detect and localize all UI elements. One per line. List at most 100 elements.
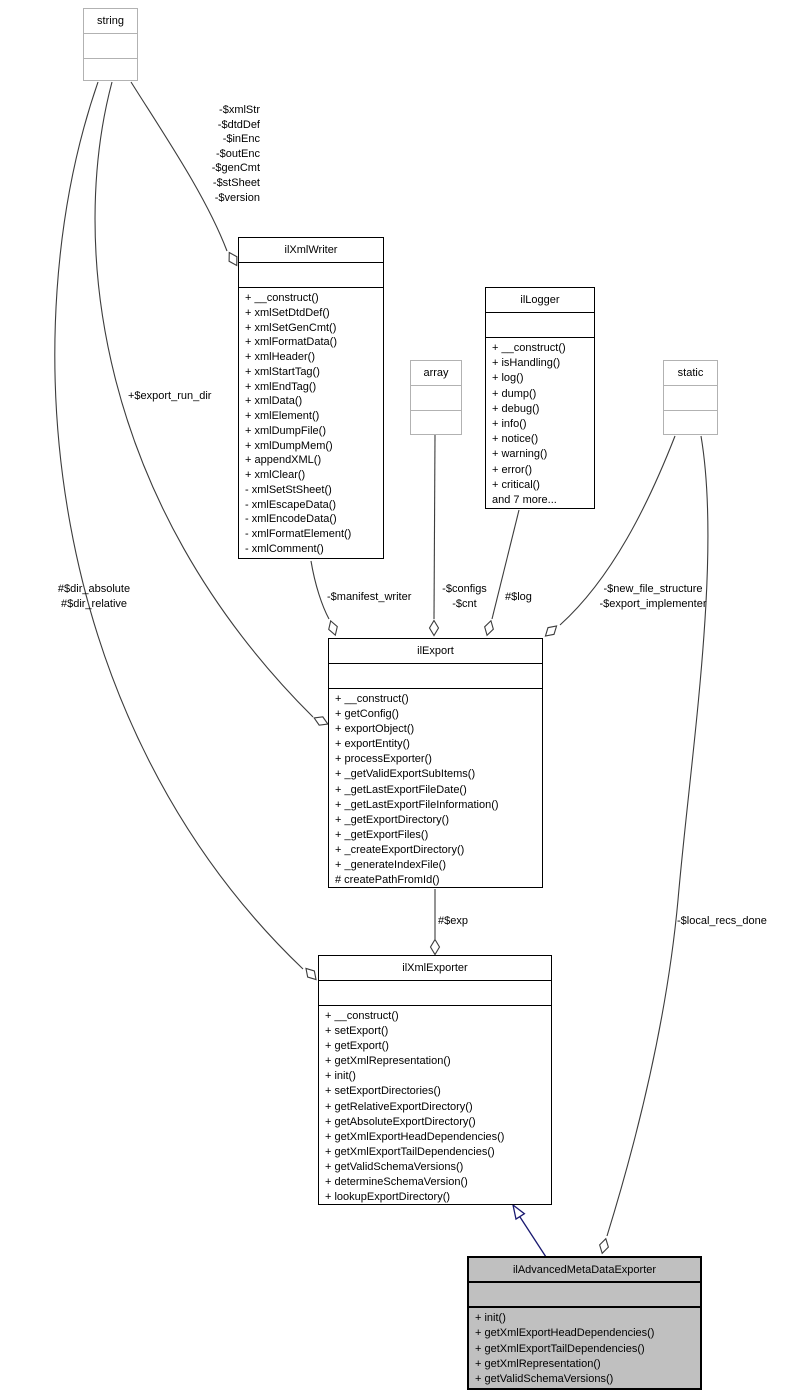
method-item: + warning() xyxy=(492,448,548,461)
method-item: + getValidSchemaVersions() xyxy=(325,1160,464,1173)
aggregation-diamond xyxy=(228,251,238,267)
method-item: + __construct() xyxy=(325,1010,399,1022)
class-attributes-empty xyxy=(486,313,594,338)
method-item: + xmlDumpFile() xyxy=(245,424,326,437)
method-item: + notice() xyxy=(492,433,539,446)
method-item: - xmlComment() xyxy=(245,542,324,555)
class-title: string xyxy=(84,9,137,34)
aggregation-diamond xyxy=(313,716,329,726)
edge-string-ilexport xyxy=(94,81,314,718)
method-item: - xmlFormatElement() xyxy=(245,528,352,540)
edge-label-line: -$dtdDef xyxy=(217,118,260,131)
edge-label-ilexport-ilxmlexporter: #$exp xyxy=(438,914,468,929)
method-item: + __construct() xyxy=(335,693,409,705)
method-item: + _getLastExportFileInformation() xyxy=(335,798,499,811)
class-title: ilAdvancedMetaDataExporter xyxy=(469,1258,700,1283)
method-item: + error() xyxy=(492,463,533,476)
method-item: + xmlSetDtdDef() xyxy=(245,306,330,319)
method-item: + xmlDumpMem() xyxy=(245,439,333,452)
method-item: + _createExportDirectory() xyxy=(335,843,465,856)
method-item: + init() xyxy=(475,1312,506,1324)
method-item: + exportObject() xyxy=(335,723,415,736)
method-item: + getXmlRepresentation() xyxy=(325,1055,451,1068)
method-item: + xmlElement() xyxy=(245,410,320,422)
class-box-string: string xyxy=(83,8,138,81)
edge-string-ilxmlwriter xyxy=(130,81,228,252)
aggregation-diamond xyxy=(544,625,558,637)
method-item: + determineSchemaVersion() xyxy=(325,1176,468,1189)
method-item: + processExporter() xyxy=(335,753,432,766)
class-box-iladvancedmetadataexporter[interactable]: ilAdvancedMetaDataExporter + init() + ge… xyxy=(467,1256,702,1390)
edge-label-line: -$export_implementer xyxy=(599,597,707,610)
edge-label-line: #$dir_absolute xyxy=(57,583,131,595)
class-attributes-empty xyxy=(469,1283,700,1308)
method-item: + setExportDirectories() xyxy=(325,1085,441,1098)
method-item: + xmlEndTag() xyxy=(245,380,317,393)
edge-array-ilexport xyxy=(433,434,436,620)
class-title: ilXmlExporter xyxy=(319,956,551,981)
edge-label-array-ilexport: -$configs -$cnt xyxy=(436,582,493,611)
class-box-static: static xyxy=(663,360,718,435)
method-item: + xmlClear() xyxy=(245,469,306,481)
method-item: + getAbsoluteExportDirectory() xyxy=(325,1115,476,1128)
method-item: # createPathFromId() xyxy=(335,874,440,887)
edge-label-string-ilexport: +$export_run_dir xyxy=(128,389,211,404)
aggregation-diamond xyxy=(428,619,440,637)
class-methods: + __construct() + setExport() + getExpor… xyxy=(319,1006,551,1204)
method-item: + getExport() xyxy=(325,1040,389,1053)
edge-label-string-ilxmlexporter: #$dir_absolute #$dir_relative xyxy=(48,582,140,611)
method-item: + getValidSchemaVersions() xyxy=(475,1373,614,1386)
method-item: - xmlEncodeData() xyxy=(245,513,337,526)
edge-label-ilxmlwriter-ilexport: -$manifest_writer xyxy=(327,590,411,605)
edge-inheritance-iladvancedmetadataexporter-ilxmlexporter xyxy=(519,1216,547,1258)
method-item: + getXmlRepresentation() xyxy=(475,1357,601,1370)
class-attributes-empty xyxy=(664,386,717,411)
class-attributes-empty xyxy=(411,386,461,411)
class-box-illogger[interactable]: ilLogger + __construct() + isHandling() … xyxy=(485,287,595,509)
edge-label-line: #$exp xyxy=(438,915,468,927)
edge-label-line: -$local_recs_done xyxy=(677,915,767,927)
class-title: static xyxy=(664,361,717,386)
class-box-ilxmlexporter[interactable]: ilXmlExporter + __construct() + setExpor… xyxy=(318,955,552,1205)
class-title: ilLogger xyxy=(486,288,594,313)
edge-label-line: -$inEnc xyxy=(222,133,260,146)
edge-label-line: -$stSheet xyxy=(212,176,260,189)
class-title: array xyxy=(411,361,461,386)
edge-string-ilxmlexporter xyxy=(54,81,304,970)
edge-label-line: -$manifest_writer xyxy=(327,591,412,603)
edge-label-line: -$xmlStr xyxy=(219,104,260,116)
class-box-ilxmlwriter[interactable]: ilXmlWriter + __construct() + xmlSetDtdD… xyxy=(238,237,384,559)
method-item: + _getExportDirectory() xyxy=(335,813,450,826)
class-methods-empty xyxy=(84,59,137,80)
method-item: and 7 more... xyxy=(492,494,557,507)
method-item: + xmlStartTag() xyxy=(245,365,320,378)
class-methods-empty xyxy=(411,411,461,434)
edge-label-line: #$dir_relative xyxy=(60,597,128,610)
class-attributes-empty xyxy=(329,664,542,689)
method-item: + getConfig() xyxy=(335,708,399,721)
method-item: + getXmlExportTailDependencies() xyxy=(475,1342,645,1355)
method-item: + xmlData() xyxy=(245,395,303,408)
method-item: + exportEntity() xyxy=(335,738,410,751)
class-attributes-empty xyxy=(84,34,137,59)
class-box-ilexport[interactable]: ilExport + __construct() + getConfig() +… xyxy=(328,638,543,888)
edge-ilxmlwriter-ilexport xyxy=(310,560,330,620)
method-item: + xmlFormatData() xyxy=(245,336,337,349)
method-item: + _getValidExportSubItems() xyxy=(335,768,476,781)
method-item: + setExport() xyxy=(325,1025,389,1038)
method-item: + appendXML() xyxy=(245,454,322,467)
method-item: + init() xyxy=(325,1070,356,1083)
method-item: + _getLastExportFileDate() xyxy=(335,783,467,796)
method-item: - xmlSetStSheet() xyxy=(245,483,332,496)
edge-label-line: -$configs xyxy=(442,583,487,595)
class-methods: + init() + getXmlExportHeadDependencies(… xyxy=(469,1308,700,1388)
method-item: + xmlSetGenCmt() xyxy=(245,321,337,334)
method-item: + __construct() xyxy=(492,342,566,354)
edge-illogger-ilexport xyxy=(491,509,520,620)
edge-label-line: -$version xyxy=(214,191,260,204)
class-title: ilExport xyxy=(329,639,542,664)
method-item: + getXmlExportTailDependencies() xyxy=(325,1145,495,1158)
edge-label-line: -$genCmt xyxy=(211,162,260,175)
